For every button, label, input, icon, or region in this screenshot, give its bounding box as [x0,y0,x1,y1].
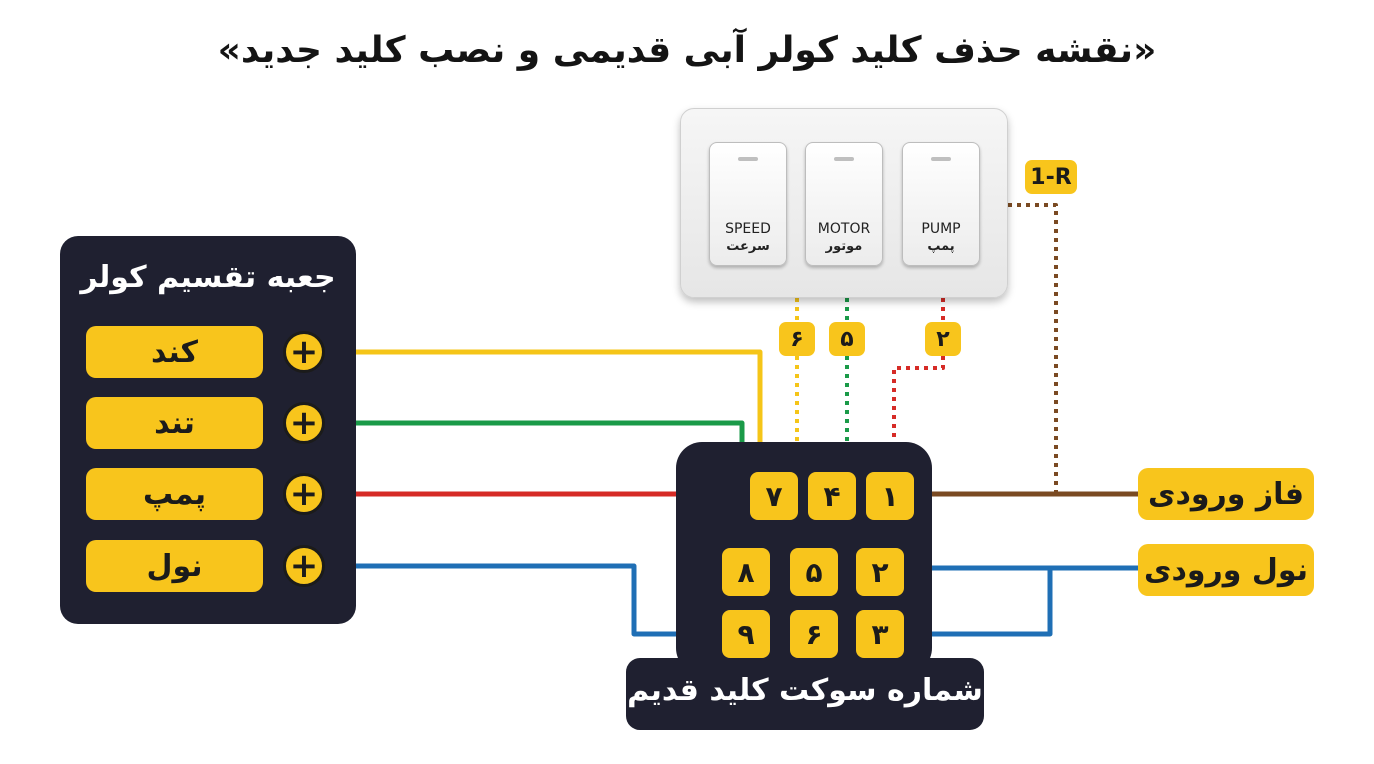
new-switch-plate: SPEED سرعت MOTOR موتور PUMP پمپ [680,108,1008,298]
dotted-wire-red-2 [892,356,945,466]
socket-number-5: ۵ [790,548,838,596]
pump-key[interactable]: PUMP پمپ [902,142,980,266]
speed-key[interactable]: SPEED سرعت [709,142,787,266]
motor-key[interactable]: MOTOR موتور [805,142,883,266]
wire-neutral-in-blue-2 [904,568,1053,637]
terminal-label-fast: تند [86,397,263,449]
socket-number-8: ۸ [722,548,770,596]
motor-key-label-en: MOTOR [817,221,871,237]
terminal-plus-icon-neutral: + [283,545,325,587]
motor-key-label-fa: موتور [825,239,863,254]
socket-number-7: ۷ [750,472,798,520]
distribution-box-title: جعبه تقسیم کولر [80,260,336,295]
pump-key-indicator [931,157,951,161]
terminal-plus-icon-fast: + [283,402,325,444]
speed-key-indicator [738,157,758,161]
socket-number-3: ۳ [856,610,904,658]
switch-r-tag: 1-R [1025,160,1077,194]
terminal-label-neutral: نول [86,540,263,592]
pump-key-label-en: PUMP [921,221,961,237]
phase-input-label: فاز ورودی [1138,468,1314,520]
switch-terminal-tag-2: ۲ [925,322,961,356]
switch-terminal-tag-5: ۵ [829,322,865,356]
terminal-label-slow: کند [86,326,263,378]
old-socket-title: شماره سوکت کلید قدیم [627,673,983,708]
socket-number-9: ۹ [722,610,770,658]
socket-number-2: ۲ [856,548,904,596]
terminal-label-pump: پمپ [86,468,263,520]
neutral-input-label: نول ورودی [1138,544,1314,596]
terminal-plus-icon-pump: + [283,473,325,515]
speed-key-label-en: SPEED [725,221,771,237]
socket-number-4: ۴ [808,472,856,520]
socket-number-6: ۶ [790,610,838,658]
terminal-plus-icon-slow: + [283,331,325,373]
motor-key-indicator [834,157,854,161]
pump-key-label-fa: پمپ [927,239,955,254]
switch-terminal-tag-6: ۶ [779,322,815,356]
old-socket-title-bar: شماره سوکت کلید قدیم [626,658,984,730]
page-title: «نقشه حذف کلید کولر آبی قدیمی و نصب کلید… [217,30,1157,71]
speed-key-label-fa: سرعت [726,239,770,254]
socket-number-1: ۱ [866,472,914,520]
dotted-wire-brown [1008,203,1058,494]
